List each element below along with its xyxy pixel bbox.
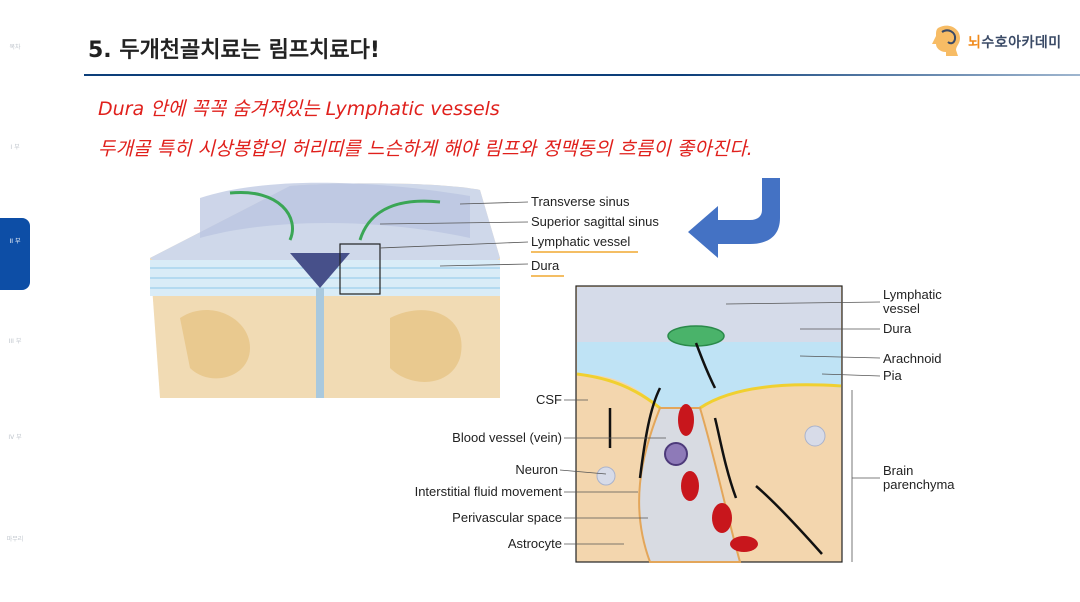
nav-item-label: IV 부 xyxy=(8,434,22,441)
inset-right-labels: Lymphatic vessel Dura Arachnoid Pia Brai… xyxy=(725,287,955,562)
nav-item-contents[interactable]: 목차 xyxy=(0,44,30,51)
nav-item-label: III 부 xyxy=(8,338,22,345)
label-neuron: Neuron xyxy=(515,462,558,477)
label-lymphatic-vessel: Lymphatic vessel xyxy=(531,234,630,249)
nav-item-part1[interactable]: I 부 xyxy=(0,144,30,151)
top-label-group: Transverse sinus Superior sagittal sinus… xyxy=(379,194,659,277)
label-blood-vessel: Blood vessel (vein) xyxy=(452,430,562,445)
label-perivascular-space: Perivascular space xyxy=(452,510,562,525)
page-title: 5. 두개천골치료는 림프치료다! xyxy=(88,38,380,63)
lymphatic-anatomy-figure: Transverse sinus Superior sagittal sinus… xyxy=(150,178,955,563)
curved-arrow-icon xyxy=(688,178,780,258)
label-lymphatic: Lymphatic xyxy=(883,287,942,302)
academy-logo xyxy=(932,25,960,56)
title-divider xyxy=(84,74,1080,76)
brain-section-illustration xyxy=(150,182,500,398)
logo-text: 뇌수호아카데미 xyxy=(968,32,1062,52)
nav-item-label: 목차 xyxy=(9,44,21,51)
inset-detail-illustration xyxy=(575,285,843,563)
inset-left-labels: CSF Blood vessel (vein) Neuron Interstit… xyxy=(415,392,666,551)
label-superior-sagittal-sinus: Superior sagittal sinus xyxy=(531,214,659,229)
logo-text-rest: 수호아카데미 xyxy=(981,35,1062,51)
nav-item-part2[interactable]: II 부 xyxy=(0,218,30,290)
label-brain: Brain xyxy=(883,463,913,478)
subtitle-line-2: 두개골 특히 시상봉합의 허리띠를 느슨하게 해야 림프와 정맥동의 흐름이 좋… xyxy=(98,138,753,160)
label-csf: CSF xyxy=(536,392,562,407)
label-parenchyma: parenchyma xyxy=(883,477,955,492)
label-astrocyte: Astrocyte xyxy=(508,536,562,551)
label-pia: Pia xyxy=(883,368,903,383)
nav-item-closing[interactable]: 마무리 xyxy=(0,536,30,543)
nav-item-label: 마무리 xyxy=(6,536,24,543)
label-inset-dura: Dura xyxy=(883,321,912,336)
label-arachnoid: Arachnoid xyxy=(883,351,942,366)
nav-item-part4[interactable]: IV 부 xyxy=(0,434,30,441)
label-transverse-sinus: Transverse sinus xyxy=(531,194,630,209)
side-nav: 목차 I 부 II 부 III 부 IV 부 마무리 xyxy=(0,0,30,602)
label-dura: Dura xyxy=(531,258,560,273)
label-interstitial-fluid: Interstitial fluid movement xyxy=(415,484,563,499)
logo-text-orange: 뇌 xyxy=(968,35,982,51)
nav-item-label: II 부 xyxy=(9,238,21,245)
nav-item-part3[interactable]: III 부 xyxy=(0,338,30,345)
label-vessel: vessel xyxy=(883,301,920,316)
nav-item-label: I 부 xyxy=(10,144,20,151)
subtitle-line-1: Dura 안에 꼭꼭 숨겨져있는 Lymphatic vessels xyxy=(98,98,500,120)
